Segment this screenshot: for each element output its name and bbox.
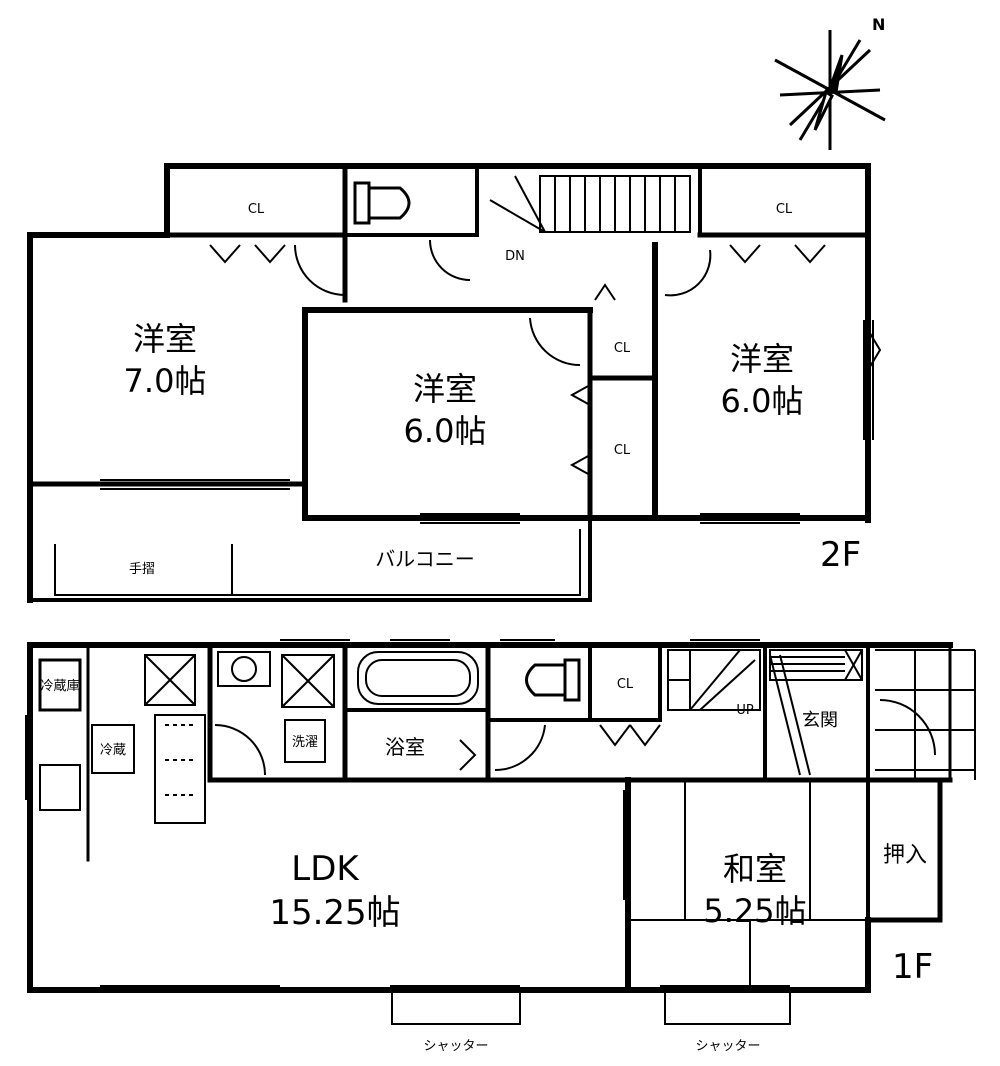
floor-2-windows [100,320,874,524]
floor-1-fixtures [38,651,335,824]
floor-1-entrance-label: 玄関 [802,710,838,731]
floor-1-toilet-icon [525,658,581,702]
floor-1-washitsu-size: 5.25帖 [703,892,806,930]
floor-1-floor-label: 1F [892,947,933,987]
floor-1-fridge-space-label: 冷蔵庫 [40,679,79,694]
floor-1-fridge-label: 冷蔵 [100,743,126,758]
floor-1-doors [214,724,661,776]
floor-2-floor-label: 2F [820,535,861,575]
floor-2-closet-label: CL [614,443,631,458]
floor-2-room-center-name: 洋室 [413,370,477,408]
floor-2-toilet-icon [353,181,411,225]
floor-2-room-west-name: 洋室 [133,320,197,358]
floor-1-bathtub-icon [357,651,479,705]
floor-1-walls [27,642,953,993]
floor-1-washitsu-name: 和室 [723,850,787,888]
floor-1-washer-label: 洗濯 [292,735,318,750]
floor-1-closet-label: CL [617,677,634,692]
floor-1-shutter-label: シャッター [695,1039,760,1054]
floor-1-windows [25,639,791,1025]
floor-2-room-east-size: 6.0帖 [721,382,804,420]
floor-2-staircase [489,175,691,233]
floor-2-walls [27,163,871,603]
floor-2-stair-label: DN [505,249,525,264]
floor-2-closet-label: CL [776,202,793,217]
floor-1-oshiire-label: 押入 [883,843,927,868]
floor-2-room-center-size: 6.0帖 [404,412,487,450]
floor-1-ldk-size: 15.25帖 [269,893,400,933]
floor-2-handrail-label: 手摺 [129,562,155,577]
floor-2-balcony-label: バルコニー [375,547,475,571]
floor-1-shutter-label: シャッター [423,1039,488,1054]
floor-2-closet-label: CL [614,341,631,356]
floor-1-stair-label: UP [736,703,754,718]
compass-icon [774,30,886,150]
floor-2-room-east-name: 洋室 [730,340,794,378]
floor-2-closet-label: CL [248,202,265,217]
floor-1-entrance-tiles [769,649,976,780]
floor-1-ldk-name: LDK [291,849,360,889]
compass-north-label: N [872,15,885,34]
floor-1-bath-label: 浴室 [385,735,425,759]
floor-2-room-west-size: 7.0帖 [124,362,207,400]
floor-1-staircase [667,649,811,776]
